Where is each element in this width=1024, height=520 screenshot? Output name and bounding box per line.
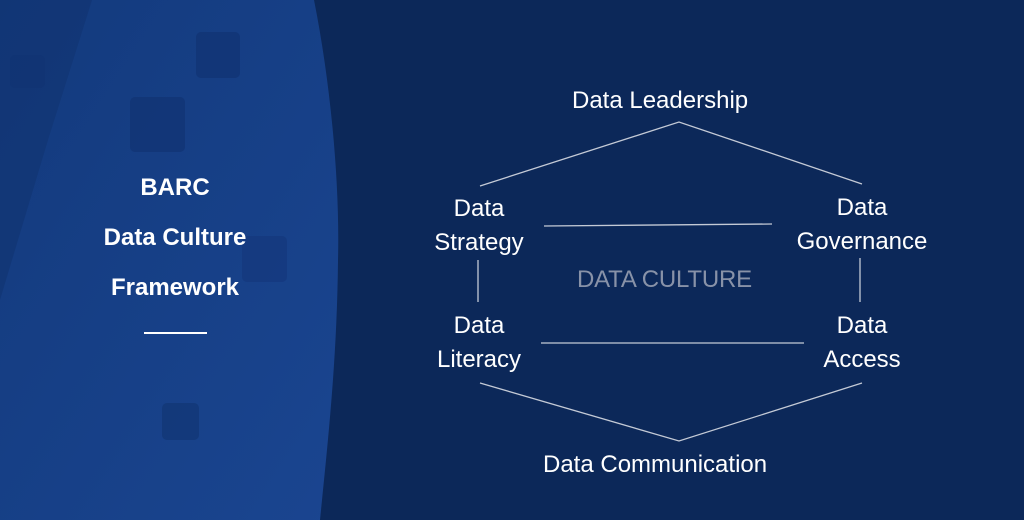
decor-square xyxy=(162,403,199,440)
node-label-line1: Data xyxy=(836,312,888,339)
node-data-access: Data Access xyxy=(800,309,924,377)
top-connector xyxy=(479,121,863,187)
decor-square xyxy=(130,97,185,152)
decor-square xyxy=(10,55,45,88)
node-label-line1: Data xyxy=(453,195,505,222)
upper-horizontal-connector xyxy=(543,223,773,227)
node-label-line2: Literacy xyxy=(436,346,522,373)
decor-square xyxy=(196,32,240,78)
node-label-line1: Data xyxy=(453,312,505,339)
bottom-connector xyxy=(479,382,863,442)
node-data-literacy: Data Literacy xyxy=(419,309,539,377)
node-label-line2: Governance xyxy=(796,228,928,255)
title-line-subject: Data Culture xyxy=(103,224,247,251)
node-label: Data Leadership xyxy=(572,87,749,114)
decor-square xyxy=(242,236,287,282)
title-underline xyxy=(144,332,207,334)
title-line-type: Framework xyxy=(110,274,240,301)
node-data-communication: Data Communication xyxy=(543,448,767,482)
node-label: Data Communication xyxy=(543,451,768,478)
left-panel-shape xyxy=(0,0,339,520)
node-data-leadership: Data Leadership xyxy=(572,84,748,118)
node-label-line1: Data xyxy=(836,194,888,221)
node-label-line2: Strategy xyxy=(434,229,524,256)
node-data-strategy: Data Strategy xyxy=(419,192,539,260)
node-label-line2: Access xyxy=(823,346,901,373)
title-line-brand: BARC xyxy=(140,174,210,201)
framework-title: BARC Data Culture Framework xyxy=(60,168,290,318)
center-label-data-culture: DATA CULTURE xyxy=(577,266,752,293)
node-data-governance: Data Governance xyxy=(780,191,944,259)
